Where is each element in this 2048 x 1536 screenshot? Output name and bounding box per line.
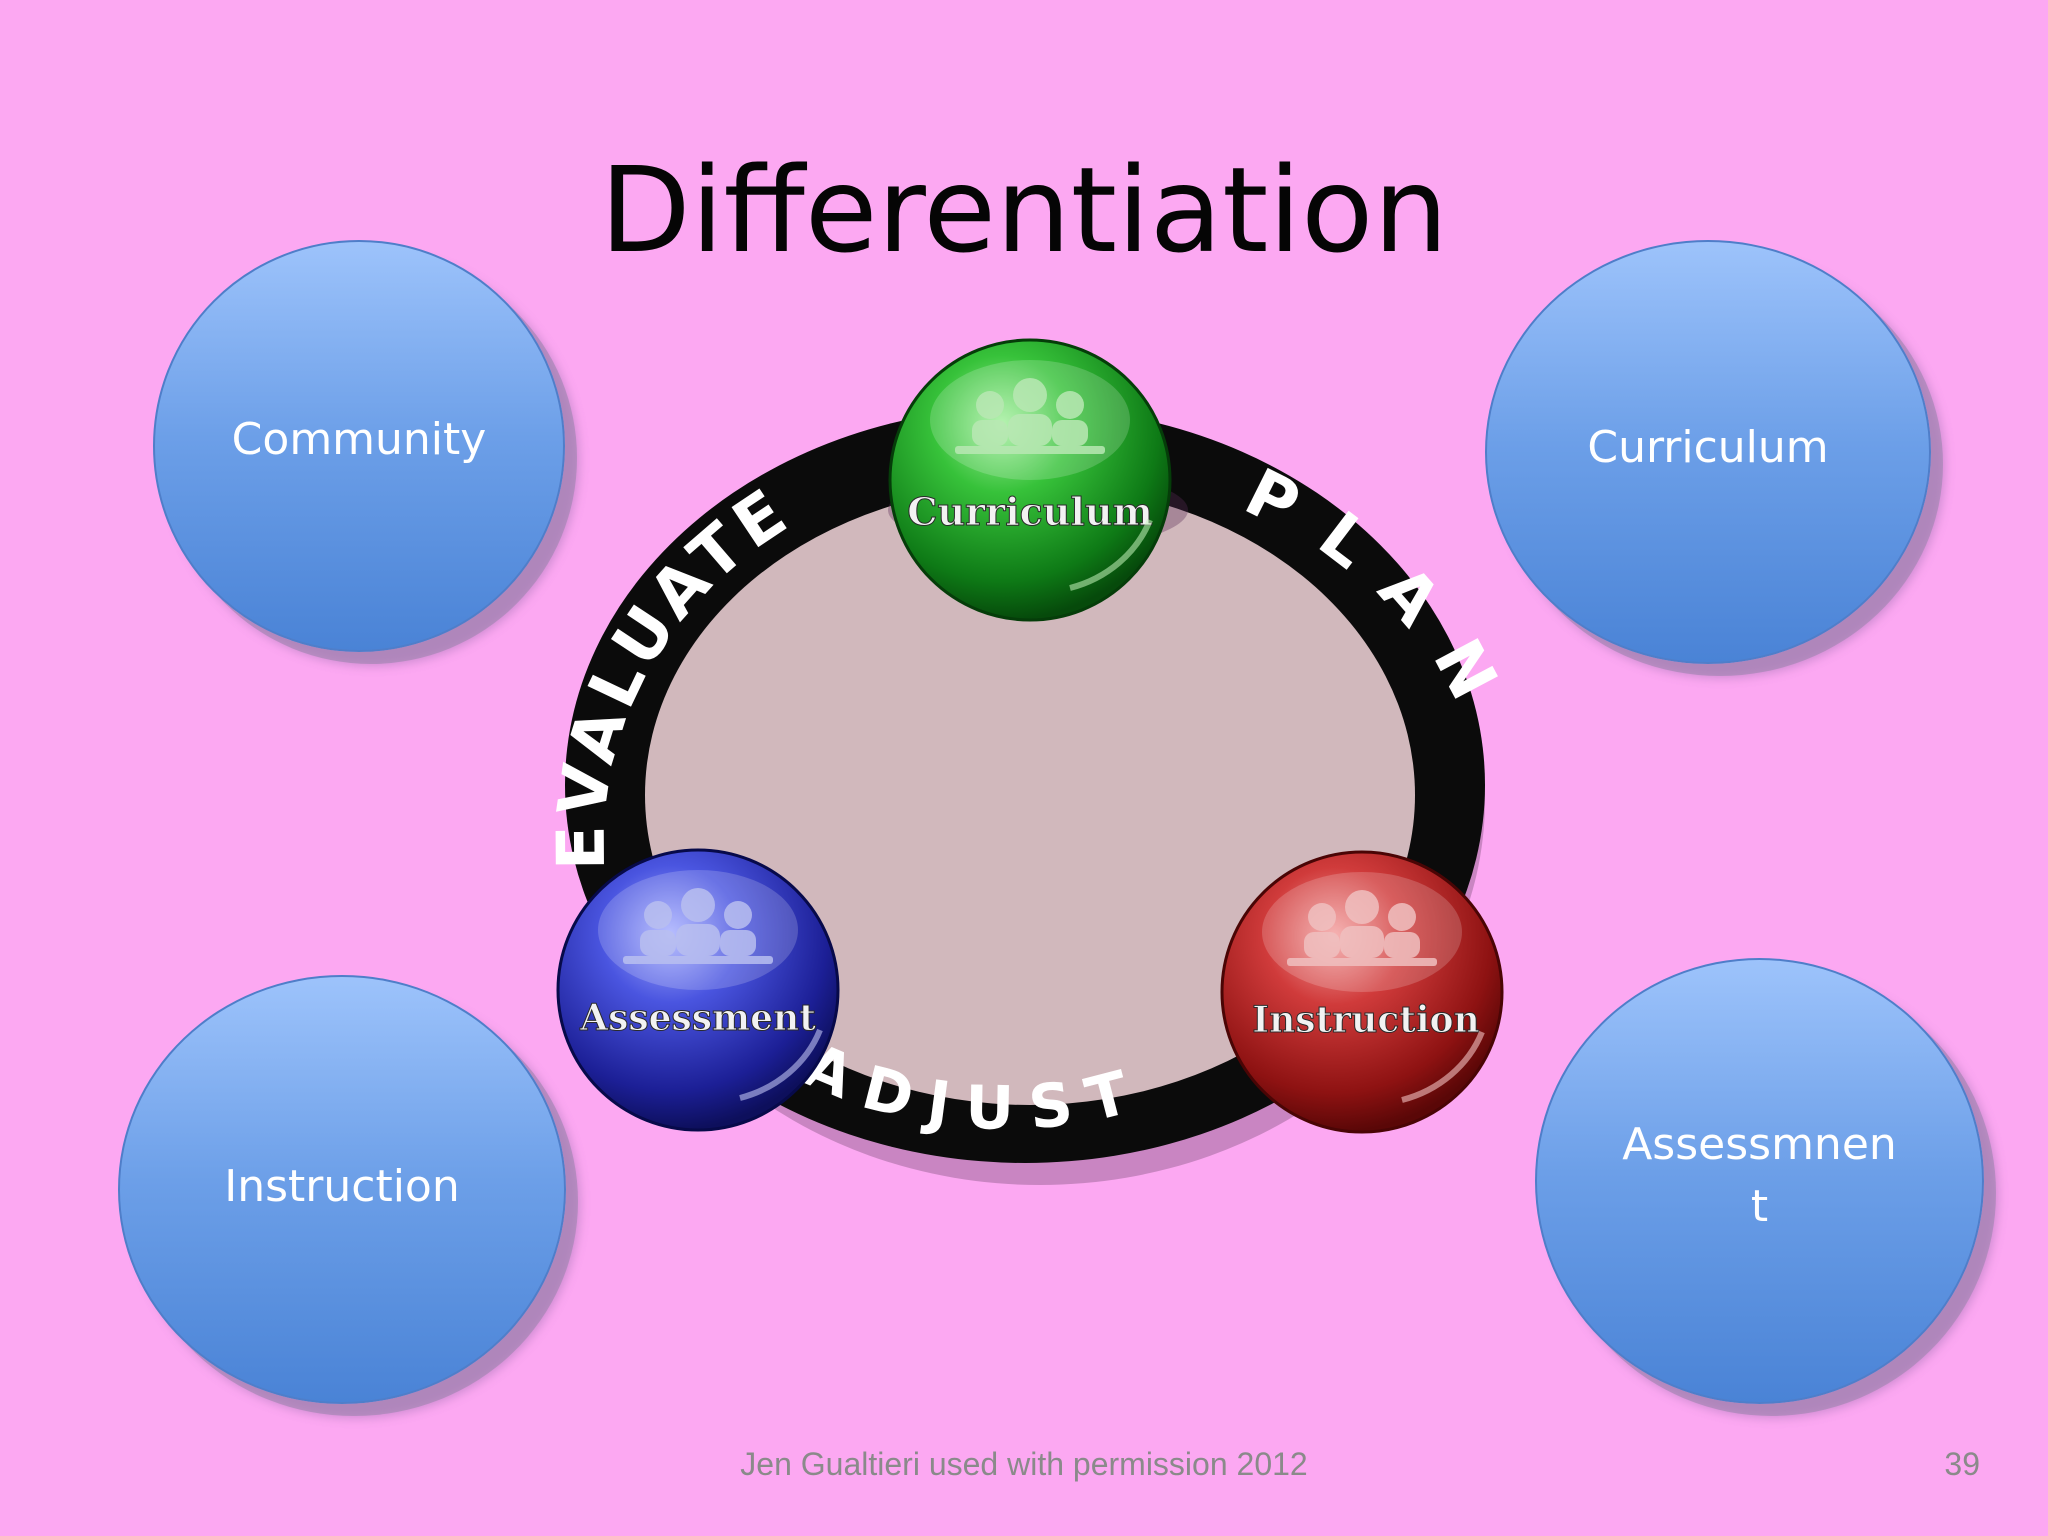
ring-inner <box>645 485 1415 1105</box>
curriculum-label: Curriculum <box>1587 422 1829 473</box>
curriculum-bubble: Curriculum <box>1485 240 1931 664</box>
community-bubble: Community <box>153 240 565 652</box>
people-icon <box>1287 890 1437 966</box>
people-icon <box>955 378 1105 454</box>
community-label: Community <box>231 414 487 465</box>
instruction-label: Instruction <box>224 1160 460 1212</box>
instruction-sphere: Instruction <box>1220 850 1504 1134</box>
footer-credit: Jen Gualtieri used with permission 2012 <box>740 1446 1308 1482</box>
instruction-sphere-label: Instruction <box>1252 999 1479 1041</box>
curriculum-sphere: Curriculum <box>888 338 1188 622</box>
curriculum-sphere-label: Curriculum <box>907 489 1152 534</box>
instruction-bubble: Instruction <box>118 975 566 1404</box>
assessment-sphere-label: Assessment <box>579 997 816 1039</box>
assessment-bubble: Assessmnen t <box>1535 958 1984 1404</box>
assessment-label: Assessmnen t <box>1622 1119 1897 1232</box>
people-icon <box>623 888 773 964</box>
page-number: 39 <box>1944 1446 1980 1482</box>
assessment-sphere: Assessment <box>556 848 840 1132</box>
slide-title: Differentiation <box>599 141 1449 279</box>
